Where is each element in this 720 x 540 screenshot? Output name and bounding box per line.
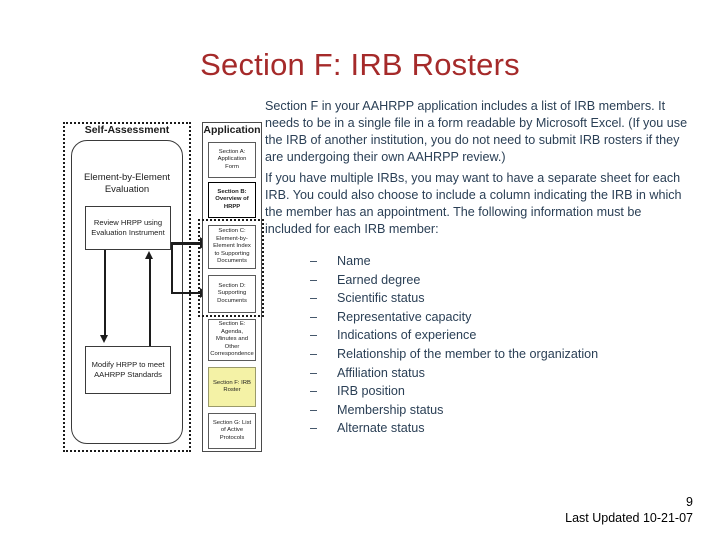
paragraph-2: If you have multiple IRBs, you may want … [265, 171, 682, 236]
loop-down-arrow-icon [100, 335, 108, 343]
modify-hrpp-box: Modify HRPP to meet AAHRPP Standards [85, 346, 171, 394]
review-hrpp-box: Review HRPP using Evaluation Instrument [85, 206, 171, 250]
body-content: Section F in your AAHRPP application inc… [265, 98, 690, 438]
loop-up-connector [149, 258, 151, 346]
bullet-dash-icon: – [310, 402, 318, 417]
irb-member-info-list: – Name – Earned degree – Scientific status – Re… [265, 252, 690, 438]
list-item-label: Indications of experience [337, 328, 477, 343]
page-number: 9 [686, 495, 693, 509]
last-updated-text: Last Updated 10-21-07 [565, 511, 693, 525]
bullet-dash-icon: – [310, 328, 318, 343]
arrow-to-section-c-stem [171, 242, 202, 245]
list-item-label: Earned degree [337, 272, 421, 287]
list-item-label: Name [337, 254, 371, 268]
list-item-label: Affiliation status [337, 365, 425, 380]
list-item: – IRB position [265, 382, 690, 401]
list-item-label: Representative capacity [337, 309, 472, 324]
arrow-to-section-d-stem [171, 292, 202, 294]
list-item-label: IRB position [337, 384, 405, 399]
section-a-box: Section A: Application Form [208, 142, 256, 178]
list-item: – Alternate status [265, 419, 690, 438]
list-item: – Indications of experience [265, 326, 690, 345]
bullet-dash-icon: – [310, 421, 318, 436]
section-c-box: Section C: Element-by-Element Index to S… [208, 225, 256, 269]
arrow-riser-connector [171, 242, 173, 294]
aahrpp-process-diagram: Self-Assessment Element-by-Element Evalu… [58, 120, 264, 460]
list-item: – Scientific status [265, 289, 690, 308]
list-item-label: Relationship of the member to the organi… [337, 346, 599, 361]
bullet-dash-icon: – [310, 384, 318, 399]
bullet-dash-icon: – [310, 254, 318, 268]
self-assessment-boundary [63, 122, 191, 452]
bullet-dash-icon: – [310, 291, 318, 306]
section-d-box: Section D: Supporting Documents [208, 275, 256, 313]
self-assessment-title: Self-Assessment [84, 124, 170, 136]
element-by-element-evaluation-label: Element-by-Element Evaluation [83, 172, 171, 195]
loop-down-connector [104, 250, 106, 336]
list-item: – Earned degree [265, 271, 690, 290]
bullet-dash-icon: – [310, 346, 318, 361]
paragraph-1: Section F in your AAHRPP application inc… [265, 99, 688, 164]
application-column-title: Application [203, 124, 261, 136]
list-item: – Affiliation status [265, 364, 690, 383]
list-item: – Representative capacity [265, 308, 690, 327]
bullet-dash-icon: – [310, 272, 318, 287]
bullet-dash-icon: – [310, 309, 318, 324]
section-b-box: Section B: Overview of HRPP [208, 182, 256, 218]
page-title: Section F: IRB Rosters [200, 47, 520, 82]
list-item: – Membership status [265, 401, 690, 420]
list-item-label: Scientific status [337, 291, 425, 306]
list-item: – Name [265, 252, 690, 271]
loop-up-arrow-icon [145, 251, 153, 259]
section-e-box: Section E: Agenda, Minutes and Other Cor… [208, 319, 256, 361]
section-f-box-highlighted: Section F: IRB Roster [208, 367, 256, 407]
list-item: – Relationship of the member to the organ… [265, 345, 690, 364]
list-item-label: Alternate status [337, 421, 425, 436]
list-item-label: Membership status [337, 402, 444, 417]
section-g-box: Section G: List of Active Protocols [208, 413, 256, 449]
bullet-dash-icon: – [310, 365, 318, 380]
